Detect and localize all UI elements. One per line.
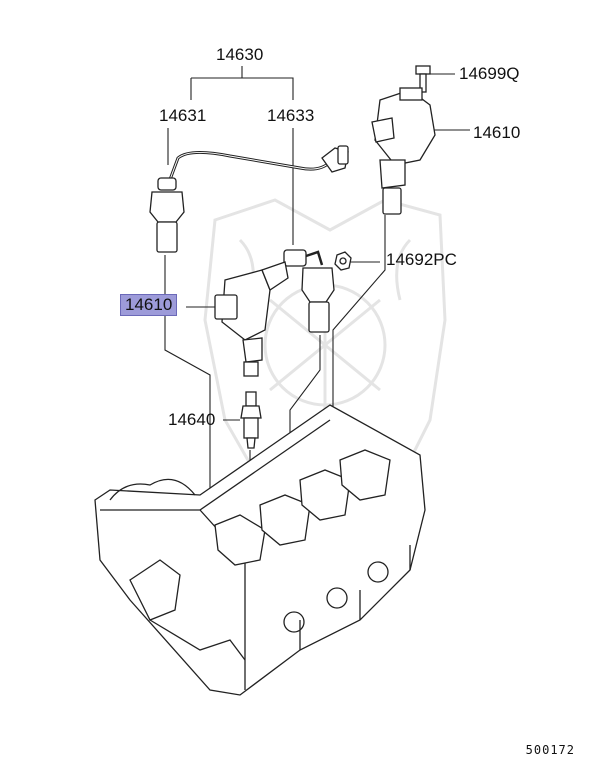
cylinder-head [94, 404, 426, 696]
ignition-cable-right [283, 249, 335, 333]
spark-plug [240, 391, 262, 449]
ignition-coil-right [371, 87, 436, 215]
ignition-coil-left [214, 261, 289, 377]
figure-code: 500172 [525, 743, 575, 757]
nut [334, 251, 352, 271]
callout-coil-right: 14610 [473, 123, 521, 142]
bolt [415, 65, 431, 93]
callout-spark-plug: 14640 [168, 410, 216, 429]
callout-bolt: 14699Q [459, 64, 520, 83]
ignition-cable-left [149, 145, 349, 253]
callout-coil-left-highlighted[interactable]: 14610 [120, 294, 178, 316]
callout-harness-assembly: 14630 [216, 45, 264, 64]
callout-cable-left: 14631 [159, 106, 207, 125]
callout-cable-right: 14633 [267, 106, 315, 125]
callout-nut: 14692PC [386, 250, 457, 269]
